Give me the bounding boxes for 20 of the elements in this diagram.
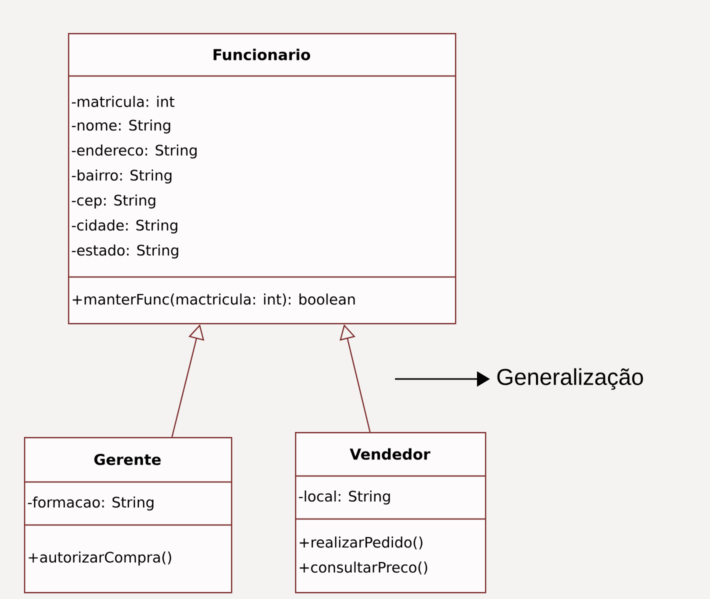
method-text: +autorizarCompra() bbox=[28, 552, 172, 566]
class-box bbox=[24, 437, 232, 594]
class-name: Vendedor bbox=[350, 448, 430, 460]
attribute-text: -estado: String bbox=[72, 244, 178, 258]
attribute-text: -cep: String bbox=[72, 194, 156, 208]
attribute-text: -nome: String bbox=[72, 120, 170, 134]
attribute-text: -local: String bbox=[298, 490, 390, 504]
class-name: Funcionario bbox=[214, 48, 310, 60]
attribute-text: -cidade: String bbox=[72, 220, 178, 234]
class-name: Gerente bbox=[94, 454, 161, 466]
attribute-text: -endereco: String bbox=[72, 144, 197, 158]
attribute-text: -matricula: int bbox=[72, 96, 174, 108]
method-text: +consultarPreco() bbox=[300, 562, 428, 574]
legend-text: Generalização bbox=[497, 368, 643, 390]
method-text: +manterFunc(mactricula: int): boolean bbox=[72, 294, 355, 306]
method-text: +realizarPedido() bbox=[300, 536, 422, 550]
class-box bbox=[295, 432, 486, 594]
attribute-text: -bairro: String bbox=[72, 170, 172, 184]
class-box bbox=[68, 33, 456, 324]
attribute-text: -formacao: String bbox=[28, 496, 154, 510]
